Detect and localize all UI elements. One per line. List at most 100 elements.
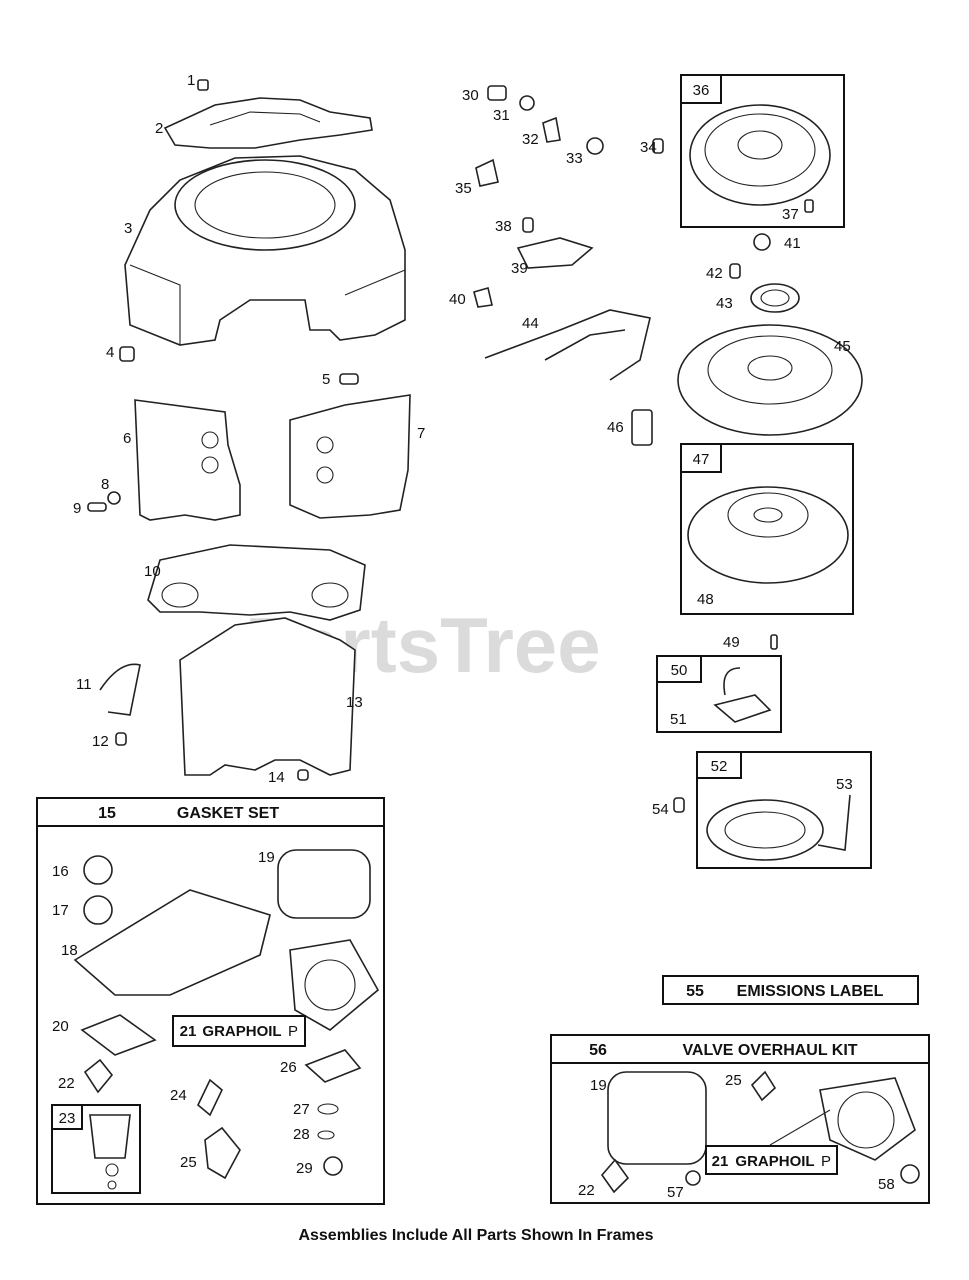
part-10-air-guide bbox=[147, 544, 366, 621]
part-44-wire-harness bbox=[484, 309, 651, 381]
part-6-left-baffle bbox=[134, 399, 241, 521]
callout-37: 37 bbox=[782, 206, 799, 223]
part-40-terminal bbox=[473, 287, 493, 308]
part-11-wire-clip bbox=[99, 663, 141, 716]
frame-52: 52 bbox=[696, 751, 872, 869]
callout-30: 30 bbox=[462, 87, 479, 104]
callout-29: 29 bbox=[296, 1160, 313, 1177]
part-17-seal bbox=[83, 895, 113, 925]
valve-part-25-gasket bbox=[750, 1070, 777, 1102]
valve-kit-title: VALVE OVERHAUL KIT bbox=[682, 1042, 857, 1059]
part-43-cup bbox=[750, 283, 800, 313]
callout-7: 7 bbox=[417, 425, 425, 442]
part-49-pin bbox=[770, 634, 778, 650]
gasket-set-number: 15 bbox=[98, 805, 116, 822]
emissions-number: 55 bbox=[686, 983, 704, 1000]
emissions-title: EMISSIONS LABEL bbox=[737, 983, 884, 1000]
part-25-gasket bbox=[204, 1126, 241, 1180]
part-41-nut bbox=[753, 233, 771, 251]
part-31-washer bbox=[519, 95, 535, 111]
callout-20: 20 bbox=[52, 1018, 69, 1035]
callout-8: 8 bbox=[101, 476, 109, 493]
frame-23-label: 23 bbox=[59, 1110, 76, 1127]
callout-17: 17 bbox=[52, 902, 69, 919]
callout-34: 34 bbox=[640, 139, 657, 156]
part-22-gasket bbox=[83, 1058, 114, 1094]
frame-47-label: 47 bbox=[693, 451, 710, 468]
callout-2: 2 bbox=[155, 120, 163, 137]
frame-36: 36 bbox=[680, 74, 845, 228]
graphoil-label: GRAPHOIL bbox=[202, 1023, 281, 1040]
callout-10: 10 bbox=[144, 563, 161, 580]
valve-graphoil-label: GRAPHOIL bbox=[735, 1153, 814, 1170]
part-27-ring bbox=[317, 1103, 339, 1115]
callout-valve-57: 57 bbox=[667, 1184, 684, 1201]
callout-14: 14 bbox=[268, 769, 285, 786]
valve-graphoil-number: 21 bbox=[712, 1153, 729, 1170]
callout-49: 49 bbox=[723, 634, 740, 651]
part-5-bolt bbox=[339, 373, 359, 385]
graphoil-box bbox=[172, 1015, 306, 1047]
callout-valve-22: 22 bbox=[578, 1182, 595, 1199]
graphoil-number: 21 bbox=[180, 1023, 197, 1040]
callout-44: 44 bbox=[522, 315, 539, 332]
callout-11: 11 bbox=[76, 676, 92, 693]
callout-1: 1 bbox=[187, 72, 195, 89]
callout-31: 31 bbox=[493, 107, 510, 124]
callout-35: 35 bbox=[455, 180, 472, 197]
part-16-seal bbox=[83, 855, 113, 885]
callout-13: 13 bbox=[346, 694, 363, 711]
frame-52-label: 52 bbox=[711, 758, 728, 775]
callout-46: 46 bbox=[607, 419, 624, 436]
callout-26: 26 bbox=[280, 1059, 297, 1076]
graphoil-mark: P bbox=[288, 1023, 298, 1040]
part-14-screw bbox=[297, 769, 309, 781]
frame-23 bbox=[51, 1104, 141, 1194]
callout-valve-25: 25 bbox=[725, 1072, 742, 1089]
callout-19: 19 bbox=[258, 849, 275, 866]
part-42-bolt bbox=[729, 263, 741, 279]
valve-part-22-gasket bbox=[600, 1158, 630, 1194]
part-7-right-baffle bbox=[289, 394, 411, 519]
callout-12: 12 bbox=[92, 733, 109, 750]
footer-note: Assemblies Include All Parts Shown In Fr… bbox=[298, 1227, 653, 1244]
part-4-nut bbox=[119, 346, 135, 362]
part-20-gasket bbox=[80, 1014, 157, 1056]
callout-numbers: 1 2 3 4 5 6 7 8 9 10 11 12 13 14 16 17 1… bbox=[52, 72, 895, 1201]
valve-part-58-seal bbox=[900, 1164, 920, 1184]
callout-valve-19: 19 bbox=[590, 1077, 607, 1094]
part-39-ignition-module bbox=[516, 237, 594, 269]
callout-16: 16 bbox=[52, 863, 69, 880]
callout-4: 4 bbox=[106, 344, 114, 361]
part-46-brake bbox=[631, 409, 653, 446]
callout-valve-58: 58 bbox=[878, 1176, 895, 1193]
part-13-lower-shroud bbox=[179, 617, 356, 776]
part-3-blower-housing bbox=[124, 155, 406, 346]
callout-41: 41 bbox=[784, 235, 801, 252]
callout-18: 18 bbox=[61, 942, 78, 959]
part-28-ring bbox=[317, 1130, 335, 1140]
callout-24: 24 bbox=[170, 1087, 187, 1104]
part-32-clip bbox=[542, 116, 561, 143]
part-26-gasket bbox=[304, 1049, 362, 1083]
callout-54: 54 bbox=[652, 801, 669, 818]
callout-38: 38 bbox=[495, 218, 512, 235]
callout-22: 22 bbox=[58, 1075, 75, 1092]
gasket-set-title: GASKET SET bbox=[177, 805, 279, 822]
frame-50: 50 bbox=[656, 655, 782, 733]
part-18-gasket bbox=[73, 889, 271, 996]
part-1-screw bbox=[197, 79, 209, 91]
callout-28: 28 bbox=[293, 1126, 310, 1143]
valve-part-head-gasket bbox=[819, 1077, 916, 1161]
callout-3: 3 bbox=[124, 220, 132, 237]
part-29-seal bbox=[323, 1156, 343, 1176]
valve-graphoil-box bbox=[705, 1145, 838, 1175]
callout-48: 48 bbox=[697, 591, 714, 608]
frame-15-gasket-set: 15 GASKET SET 21 GRAPHOIL P 23 bbox=[36, 797, 385, 1205]
callout-32: 32 bbox=[522, 131, 539, 148]
callout-6: 6 bbox=[123, 430, 131, 447]
callout-5: 5 bbox=[322, 371, 330, 388]
callout-9: 9 bbox=[73, 500, 81, 517]
part-33-nut bbox=[586, 137, 604, 155]
